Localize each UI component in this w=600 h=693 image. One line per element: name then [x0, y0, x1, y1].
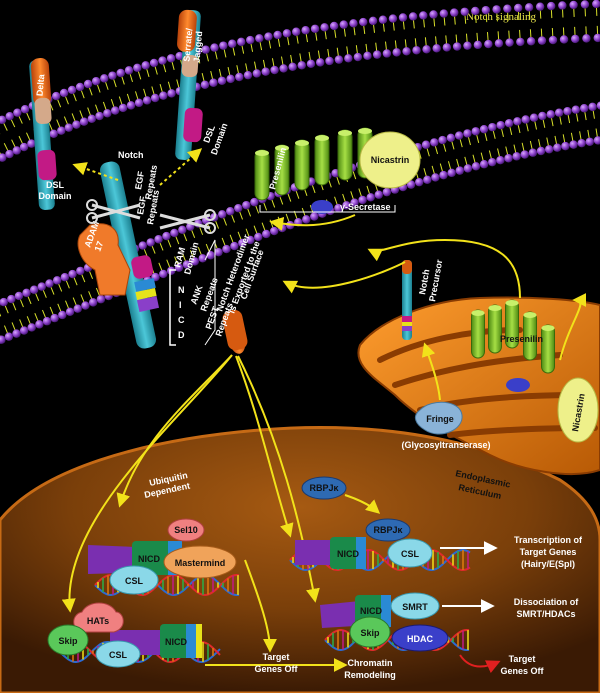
nicd-bracket [169, 269, 176, 346]
fringe-enzyme [414, 401, 463, 435]
dsl-left-label: DSL [46, 180, 65, 190]
nicd3-label: NICD [165, 637, 187, 647]
er-to-nicastrin-arrow [559, 293, 587, 361]
hats [73, 602, 124, 633]
mastermind-label: Mastermind [175, 558, 226, 568]
delta-label: Delta [34, 73, 46, 97]
serrate-label-2: Jagged [191, 31, 204, 63]
smrt-label: SMRT [402, 602, 428, 612]
csl3-label: CSL [109, 650, 128, 660]
precursor-label-1: Notch [417, 268, 431, 295]
skip1-label: Skip [58, 636, 78, 646]
chromatin-line-2: Remodeling [344, 670, 396, 680]
csl2 [387, 538, 433, 568]
target-off2-line-1: Target [509, 654, 536, 664]
nicd-segment-2 [330, 537, 360, 569]
rbpjk-bound-label: RBPJκ [373, 525, 403, 535]
fringe-label: Fringe [426, 414, 454, 424]
scissors-icon-right [159, 209, 216, 234]
nicd2-label: NICD [337, 549, 359, 559]
rbpjk-free-label: RBPJκ [309, 483, 339, 493]
delta-ligand [29, 58, 57, 210]
skip2-label: Skip [360, 628, 380, 638]
sel10 [167, 518, 205, 542]
nicd4-label: NICD [360, 606, 382, 616]
nicd-arrow-3 [235, 355, 294, 538]
skip1 [47, 624, 89, 656]
notch-precursor [402, 260, 412, 340]
precursor-to-surface-arrow [282, 261, 406, 294]
skip2 [349, 616, 391, 648]
csl2-label: CSL [401, 549, 420, 559]
presenilin-complex-er [471, 299, 555, 374]
transcription-line-3: (Hairy/E(Spl) [521, 559, 575, 569]
transcription-line-2: Target Genes [520, 547, 577, 557]
dissociation-line-1: Dissociation of [514, 597, 580, 607]
egf-label-2: EGF [135, 195, 148, 215]
gamma-secretase-subunit [311, 200, 333, 214]
er-to-membrane-arrow [367, 238, 521, 299]
csl1-label: CSL [125, 576, 144, 586]
nicd-arrow-2 [61, 354, 233, 613]
rbpjk-bound [365, 518, 411, 542]
target-off1-line-1: Target [263, 652, 290, 662]
precursor-label-2: Precursor [427, 258, 444, 302]
nicd-vertical-i: I [179, 300, 182, 310]
scissors-icon-left [86, 199, 141, 224]
binding-arrow-right [159, 148, 203, 186]
target-off-arrow-2 [459, 654, 501, 674]
nicd-vertical-d: D [178, 330, 185, 340]
csl1 [109, 565, 159, 595]
adam-label-2: 17 [92, 240, 105, 253]
sel10-label: Sel10 [174, 525, 198, 535]
csl3 [95, 640, 141, 668]
notch-label: Notch [118, 150, 144, 160]
nicd-vertical-n: N [178, 285, 185, 295]
nicd-segment-3c [196, 624, 202, 658]
nicastrin-er [557, 377, 599, 443]
transcription-line-1: Transcription of [514, 535, 583, 545]
secretase-to-notch-arrow [269, 214, 356, 231]
heterodimer-bracket [204, 239, 216, 346]
adam17-protease [77, 223, 131, 296]
hdac [391, 624, 449, 652]
ram-label-2: Domain [182, 241, 200, 275]
rbpjk-arrow [344, 494, 381, 514]
hdac-label: HDAC [407, 634, 433, 644]
dsl-left-label-2: Domain [38, 191, 71, 201]
gamma-secretase-label: γ-Secretase [340, 202, 391, 212]
target-off-arrow-1 [244, 559, 277, 653]
mastermind [163, 545, 237, 579]
fringe-to-precursor-arrow [421, 342, 441, 401]
target-off2-line-2: Genes Off [500, 666, 544, 676]
er-secretase-subunit [506, 378, 530, 392]
presenilin-er-label: Presenilin [500, 334, 543, 344]
serrate-jagged-ligand [175, 9, 203, 160]
nicd1-label: NICD [138, 554, 160, 564]
serrate-label-1: Serrate/ [181, 27, 194, 62]
dissociation-line-2: SMRT/HDACs [516, 609, 575, 619]
nicd-arrow-1 [116, 354, 233, 508]
gamma-secretase-bracket [259, 205, 396, 213]
nicd-segment-2b [356, 537, 366, 569]
egf-label-1: EGF [133, 170, 146, 190]
smrt [390, 592, 440, 620]
nicd-vertical-c: C [178, 315, 185, 325]
fringe-sublabel: (Glycosyltranserase) [401, 440, 490, 450]
hats-label: HATs [87, 616, 109, 626]
chromatin-line-1: Chromatin [348, 658, 393, 668]
binding-arrow-left [72, 162, 119, 181]
nicastrin-top-label: Nicastrin [371, 155, 410, 165]
nicd-segment-3b [186, 624, 198, 658]
nicd-segment-4b [381, 595, 391, 627]
nicastrin-membrane [359, 131, 421, 189]
target-off1-line-2: Genes Off [254, 664, 298, 674]
notch-tail [222, 309, 248, 351]
nicd-segment-3 [160, 624, 190, 658]
rbpjk-free [301, 476, 347, 500]
